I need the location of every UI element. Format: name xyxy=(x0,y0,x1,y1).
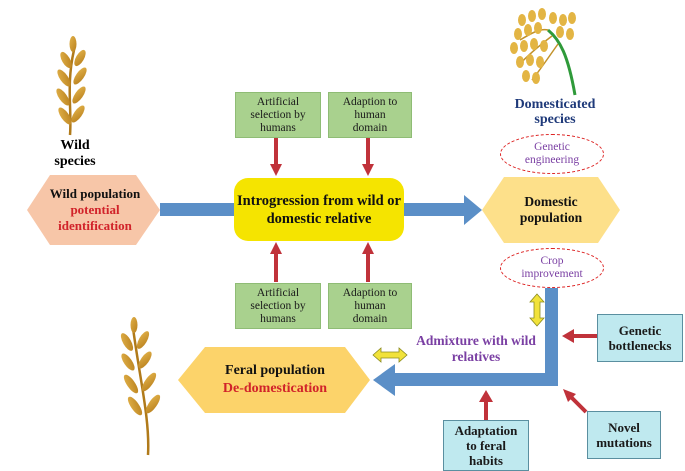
introgression-box: Introgression from wild or domestic rela… xyxy=(234,178,404,241)
wild-population-label: Wild population potential identification xyxy=(40,186,150,234)
box-line: habits xyxy=(469,453,503,468)
genetic-bottlenecks-box: Genetic bottlenecks xyxy=(597,314,683,362)
wild-population-hexagon xyxy=(27,175,160,245)
de-domestication-text: De-domestication xyxy=(222,381,328,396)
genetic-engineering-ellipse: Genetic engineering xyxy=(500,134,604,174)
box-line: Genetic xyxy=(618,323,662,338)
admixture-double-arrow xyxy=(372,347,408,363)
box-line: mutations xyxy=(596,435,652,450)
box-line: domain xyxy=(352,312,388,325)
admixture-line: Admixture with wild xyxy=(416,333,536,348)
artificial-selection-bottom-box: Artificial selection by humans xyxy=(235,283,321,329)
introgression-line: domestic relative xyxy=(266,210,372,227)
top-influence-arrows xyxy=(270,136,597,420)
ellipse-line: improvement xyxy=(521,268,583,280)
feral-title: Feral population xyxy=(225,363,325,378)
wild-identification-text: identification xyxy=(58,218,132,233)
wild-potential-text: potential xyxy=(70,202,120,217)
novel-mutations-box: Novel mutations xyxy=(587,411,661,459)
artificial-selection-top-box: Artificial selection by humans xyxy=(235,92,321,138)
box-line: domain xyxy=(352,121,388,134)
domestic-population-label: Domestic population xyxy=(500,192,602,228)
domesticated-plant-icon xyxy=(510,8,577,96)
domestic-line: Domestic xyxy=(524,194,578,209)
box-line: Adaption to xyxy=(342,95,398,108)
admixture-line: relatives xyxy=(451,349,501,364)
ellipse-line: Crop xyxy=(540,255,564,267)
admixture-label: Admixture with wild relatives xyxy=(412,332,540,366)
wild-plant-icon xyxy=(56,36,87,136)
wild-population-title: Wild population xyxy=(49,186,141,201)
box-line: Adaption to xyxy=(342,286,398,299)
box-line: human xyxy=(354,299,386,312)
box-line: selection by xyxy=(250,299,306,312)
feral-population-label: Feral population De-domestication xyxy=(200,360,350,400)
wild-heading-line: species xyxy=(54,154,96,169)
box-line: to feral xyxy=(465,438,507,453)
box-line: Artificial xyxy=(256,95,300,108)
box-line: humans xyxy=(260,121,296,134)
ellipse-line: Genetic xyxy=(534,141,570,153)
box-line: Adaptation xyxy=(454,423,518,438)
main-flow-arrows xyxy=(160,195,558,396)
box-line: Artificial xyxy=(256,286,300,299)
box-line: Novel xyxy=(608,420,640,435)
box-line: human xyxy=(354,108,386,121)
crop-domestic-double-arrow xyxy=(529,293,545,327)
domestic-line: population xyxy=(519,210,583,225)
introgression-line: Introgression from wild or xyxy=(237,192,401,209)
wild-heading-line: Wild xyxy=(60,138,90,153)
crop-improvement-ellipse: Crop improvement xyxy=(500,248,604,288)
box-line: humans xyxy=(260,312,296,325)
domesticated-species-heading: Domesticated species xyxy=(503,96,607,128)
domesticated-heading-line: species xyxy=(534,112,576,127)
adaption-human-domain-top-box: Adaption to human domain xyxy=(328,92,412,138)
ellipse-line: engineering xyxy=(524,154,580,166)
box-line: bottlenecks xyxy=(608,338,672,353)
adaption-human-domain-bottom-box: Adaption to human domain xyxy=(328,283,412,329)
domestic-population-hexagon xyxy=(482,177,620,243)
feral-population-hexagon xyxy=(178,347,370,413)
wild-species-heading: Wild species xyxy=(45,138,105,170)
domesticated-heading-line: Domesticated xyxy=(514,97,596,112)
feral-plant-icon xyxy=(120,317,161,456)
box-line: selection by xyxy=(250,108,306,121)
adaptation-feral-habits-box: Adaptation to feral habits xyxy=(443,420,529,471)
